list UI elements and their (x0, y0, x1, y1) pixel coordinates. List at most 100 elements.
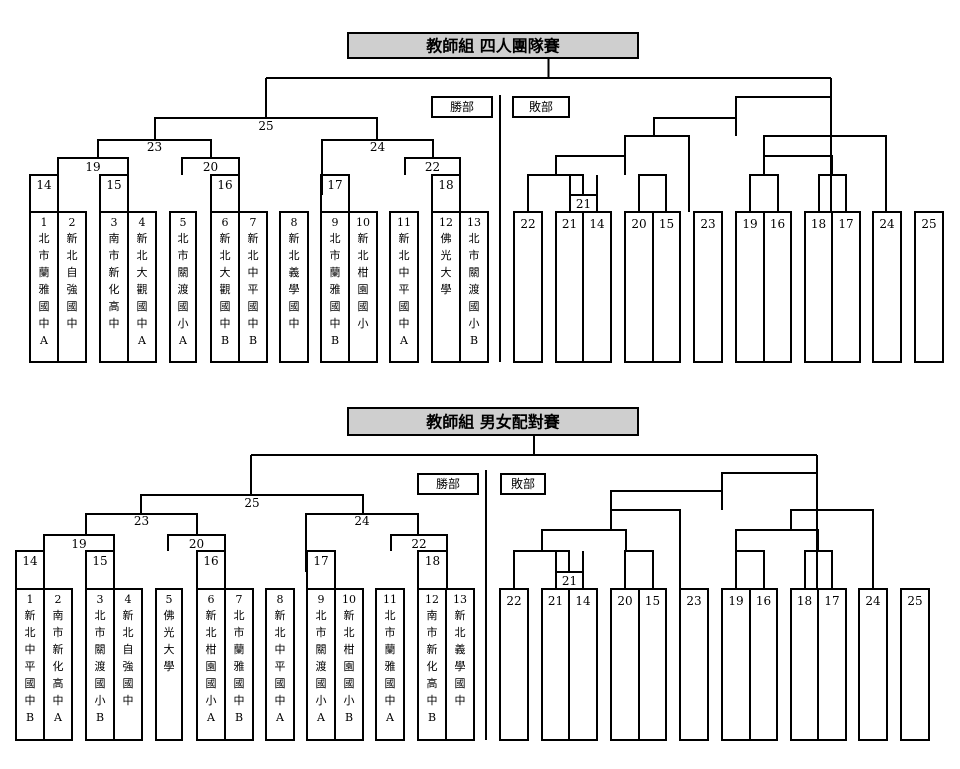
team-box (334, 588, 364, 741)
loser-slot-box (790, 588, 819, 741)
bracket-line (196, 550, 226, 589)
loser-slot-box (568, 588, 598, 741)
loser-slot-box (555, 211, 584, 363)
bracket-line (818, 174, 847, 212)
team-box (113, 588, 143, 741)
loser-slot-label: 23 (700, 217, 715, 231)
loser-slot-label: 18 (797, 594, 812, 608)
team-seed: 11 (383, 593, 397, 606)
team-name: 南市新化高中 (109, 232, 120, 330)
loser-slot-label: 24 (879, 217, 895, 231)
team-seed: 12 (425, 593, 439, 606)
match-19-label: 19 (71, 537, 86, 551)
loser-slot-box (693, 211, 723, 363)
bracket-line (735, 550, 765, 589)
team-seed: 7 (250, 216, 257, 229)
team-box (348, 211, 378, 363)
loser-slot-label: 21 (548, 594, 563, 608)
loser-slot-box (499, 588, 529, 741)
team-seed: 12 (439, 216, 453, 229)
bracket-line (43, 534, 115, 551)
loser-slot-box (721, 588, 751, 741)
bracket-line (431, 174, 461, 212)
loser-slot-box (831, 211, 861, 363)
match-17-label: 17 (327, 178, 342, 192)
team-box (417, 588, 447, 741)
loser-slot-label: 22 (506, 594, 521, 608)
team-seed: 5 (166, 593, 173, 606)
bracket-line (513, 550, 570, 589)
bracket-line (653, 117, 737, 136)
loser-slot-label: 20 (631, 217, 646, 231)
match-14-label: 14 (22, 554, 38, 568)
winners-label: 勝部 (450, 99, 474, 114)
loser-slot-label: 25 (921, 217, 936, 231)
loser-slot-label: 21 (562, 217, 577, 231)
team-seed: 8 (277, 593, 284, 606)
match-19-label: 19 (85, 160, 100, 174)
loser-slot-box (624, 211, 654, 363)
loser-slot-box (817, 588, 847, 741)
team-seed: 4 (125, 593, 132, 606)
team-name: 新北自強國中 (67, 231, 78, 330)
bracket-line (167, 534, 226, 551)
bracket-line (210, 174, 240, 212)
losers-label: 敗部 (511, 476, 535, 491)
team-name: 佛光大學 (164, 609, 175, 673)
team-box (210, 211, 240, 363)
bracket-line (555, 155, 626, 175)
team-box (169, 211, 197, 363)
bracket-line (181, 157, 240, 175)
loser-slot-box (804, 211, 833, 363)
loser-slot-box (872, 211, 902, 363)
team-seed: 10 (356, 216, 370, 229)
team-box (238, 211, 268, 363)
loser-slot-label: 18 (811, 217, 826, 231)
loser-slot-box (858, 588, 888, 741)
bracket-line (321, 139, 434, 195)
bracket-title: 教師組 四人團隊賽 (426, 37, 561, 56)
losers-label: 敗部 (529, 99, 553, 114)
team-box (224, 588, 254, 741)
trunk-line (265, 58, 832, 118)
losers-label-box (500, 473, 546, 495)
bracket-line (569, 194, 598, 212)
team-name: 新北義學國中 (289, 231, 300, 330)
losers-label-box (512, 96, 570, 118)
team-box (459, 211, 489, 363)
match-24-label: 24 (370, 140, 386, 154)
team-seed: 3 (111, 216, 118, 229)
team-seed: 9 (318, 593, 325, 606)
bracket-line (404, 157, 461, 175)
loser-slot-label: 22 (520, 217, 535, 231)
team-seed: 6 (208, 593, 215, 606)
loser-slot-label: 15 (659, 217, 674, 231)
winners-label: 勝部 (436, 476, 460, 491)
team-box (196, 588, 226, 741)
bracket-line (763, 155, 833, 175)
loser-slot-box (513, 211, 543, 363)
match-16-label: 16 (217, 178, 232, 192)
match-22-label: 22 (425, 160, 440, 174)
match-23-label: 23 (147, 140, 162, 154)
winners-label-box (431, 96, 493, 118)
loser-slot-label: 25 (907, 594, 922, 608)
loser-slot-label: 17 (824, 594, 839, 608)
team-box (85, 588, 115, 741)
bracket-line (610, 509, 681, 589)
bracket-line (763, 135, 887, 212)
team-box (375, 588, 405, 741)
team-seed: 9 (332, 216, 339, 229)
team-box (57, 211, 87, 363)
loser-slot-box (763, 211, 792, 363)
loser-slot-label: 16 (756, 594, 771, 608)
